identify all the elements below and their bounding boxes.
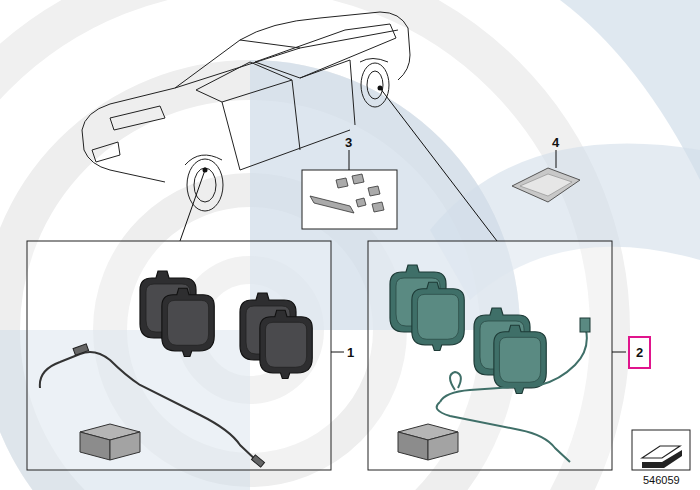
callout-number: 4 bbox=[552, 136, 559, 149]
callout-number: 3 bbox=[345, 136, 352, 149]
callout-number: 2 bbox=[628, 336, 651, 369]
diagram-number: 546059 bbox=[643, 475, 680, 486]
callout-number: 1 bbox=[347, 346, 354, 359]
